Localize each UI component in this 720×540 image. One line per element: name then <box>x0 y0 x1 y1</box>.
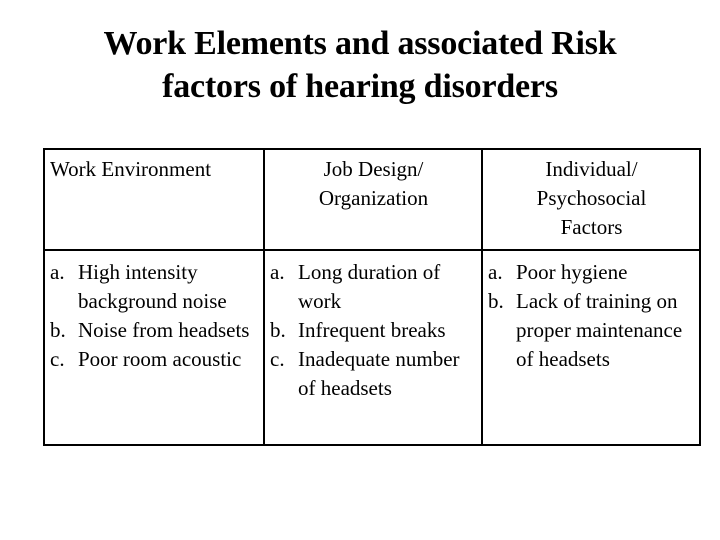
header-line: Job Design/ <box>323 157 424 181</box>
header-text-individual-psychosocial: Individual/ Psychosocial Factors <box>483 150 699 242</box>
page-title: Work Elements and associated Risk factor… <box>0 22 720 108</box>
list-work-environment: a. High intensity background noise b. No… <box>45 251 263 374</box>
header-line: Factors <box>560 215 623 239</box>
list-item-marker: b. <box>488 289 504 313</box>
list-item-marker: a. <box>270 260 285 284</box>
header-cell-job-design: Job Design/ Organization <box>263 148 483 251</box>
header-line: Individual/ <box>545 157 638 181</box>
list-item-text: Inadequate number of headsets <box>298 347 460 400</box>
header-text-work-environment: Work Environment <box>45 150 263 184</box>
list-item-marker: c. <box>270 347 285 371</box>
body-cell-individual-psychosocial: a. Poor hygiene b. Lack of training on p… <box>481 249 701 446</box>
list-item: c. Inadequate number of headsets <box>270 345 477 403</box>
header-line: Psychosocial <box>536 186 647 210</box>
risk-factors-table: Work Environment Job Design/ Organizatio… <box>43 148 701 446</box>
list-item: a. High intensity background noise <box>50 258 259 316</box>
list-item-text: High intensity background noise <box>78 260 227 313</box>
list-item-text: Poor hygiene <box>516 260 628 284</box>
header-cell-individual-psychosocial: Individual/ Psychosocial Factors <box>481 148 701 251</box>
list-item-marker: b. <box>50 318 66 342</box>
body-cell-work-environment: a. High intensity background noise b. No… <box>43 249 265 446</box>
list-item-text: Infrequent breaks <box>298 318 446 342</box>
list-item: c. Poor room acoustic <box>50 345 259 374</box>
list-item-text: Poor room acoustic <box>78 347 242 371</box>
list-job-design: a. Long duration of work b. Infrequent b… <box>265 251 481 403</box>
header-cell-work-environment: Work Environment <box>43 148 265 251</box>
list-item: a. Poor hygiene <box>488 258 695 287</box>
table-body-row: a. High intensity background noise b. No… <box>43 249 701 446</box>
list-item-text: Long duration of work <box>298 260 441 313</box>
list-item: b. Infrequent breaks <box>270 316 477 345</box>
list-item-marker: a. <box>488 260 503 284</box>
title-line-2: factors of hearing disorders <box>162 68 558 105</box>
body-cell-job-design: a. Long duration of work b. Infrequent b… <box>263 249 483 446</box>
header-text-job-design: Job Design/ Organization <box>265 150 481 213</box>
header-line: Work Environment <box>50 157 212 181</box>
title-line-1: Work Elements and associated Risk <box>103 25 617 62</box>
list-item: b. Lack of training on proper maintenanc… <box>488 287 695 374</box>
list-item: a. Long duration of work <box>270 258 477 316</box>
table-header-row: Work Environment Job Design/ Organizatio… <box>43 148 701 251</box>
list-item-marker: b. <box>270 318 286 342</box>
header-line: Organization <box>318 186 429 210</box>
list-item: b. Noise from headsets <box>50 316 259 345</box>
list-item-marker: a. <box>50 260 65 284</box>
list-item-text: Noise from headsets <box>78 318 250 342</box>
list-individual-psychosocial: a. Poor hygiene b. Lack of training on p… <box>483 251 699 374</box>
list-item-marker: c. <box>50 347 65 371</box>
list-item-text: Lack of training on proper maintenance o… <box>516 289 683 371</box>
